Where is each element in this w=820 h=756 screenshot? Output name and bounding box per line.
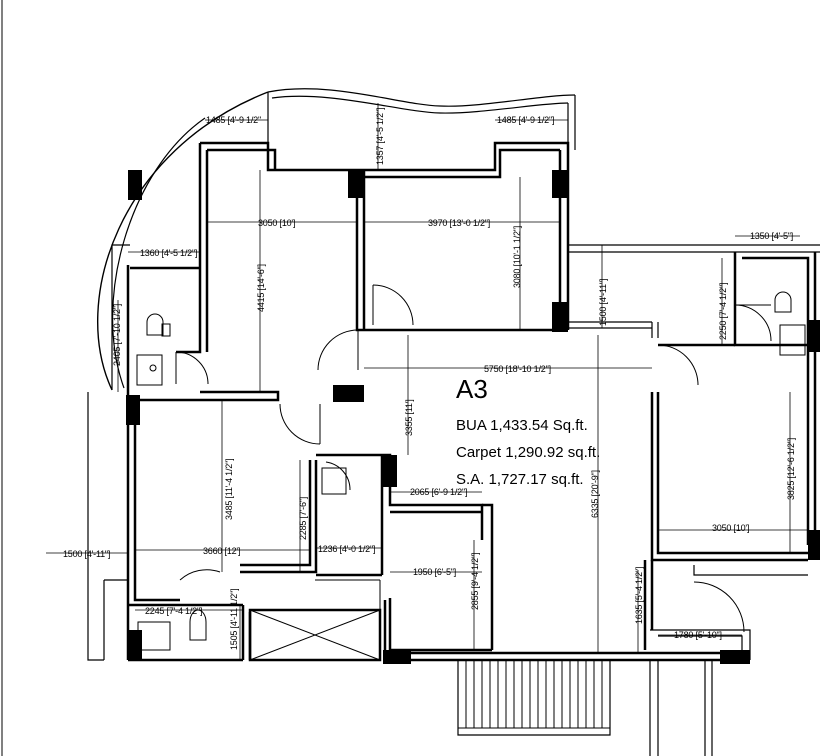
dim-label-5: 3970 [13'-0 1/2"] (428, 218, 490, 228)
service-shaft (248, 579, 382, 662)
dim-label-25: 2855 [9'-4 1/2"] (470, 553, 480, 610)
dim-label-11: 2250 [7'-4 1/2"] (718, 283, 728, 340)
unit-bua: BUA 1,433.54 Sq.ft. (456, 417, 588, 434)
unit-info: A3 BUA 1,433.54 Sq.ft. Carpet 1,290.92 s… (456, 374, 600, 488)
dim-label-4: 3050 [10'] (258, 218, 295, 228)
dim-label-12: 2405 [7'-10 1/2"] (112, 304, 122, 366)
dim-label-17: 2285 [7'-6"] (298, 497, 308, 540)
curved-balcony (97, 88, 576, 391)
dim-label-8: 4415 [14'-6"] (256, 264, 266, 312)
dim-label-16: 3485 [11'-4 1/2"] (224, 459, 234, 520)
dimension-lines (46, 103, 808, 660)
dim-label-9: 3080 [10'-1 1/2"] (512, 226, 522, 288)
left-toilet-top (126, 265, 200, 398)
dimension-labels: 1485 [4'-9 1/2" 1357 [4'-5 1/2"] 1485 [4… (63, 108, 796, 650)
dim-label-1: 1485 [4'-9 1/2" (206, 115, 261, 125)
structural-columns (126, 170, 820, 664)
unit-carpet: Carpet 1,290.92 sq.ft. (456, 444, 600, 461)
bedroom-2-walls (357, 141, 570, 332)
dim-label-21: 1500 [4'-11"] (63, 549, 110, 559)
dim-label-10: 1500 [4'-11"] (598, 279, 608, 326)
dim-label-2: 1357 [4'-5 1/2"] (375, 108, 385, 165)
dim-label-3: 1485 [4'-9 1/2"] (497, 115, 554, 125)
dim-label-7: 1360 [4'-5 1/2"] (140, 248, 197, 258)
bedroom-3-walls (650, 343, 808, 633)
dim-label-20: 3050 [10'] (712, 523, 749, 533)
unit-name: A3 (456, 374, 488, 404)
dim-label-23: 1236 [4'-0 1/2"] (318, 544, 375, 554)
bedroom-1-walls (132, 141, 415, 402)
dim-label-27: 1505 [4'-11 1/2"] (229, 589, 239, 650)
dim-label-29: 1780 [5'-10"] (674, 630, 722, 640)
dim-label-19: 6335 [20'-9"] (590, 470, 600, 518)
unit-sa: S.A. 1,727.17 sq.ft. (456, 471, 584, 488)
dim-label-28: 1635 [5'-4 1/2"] (634, 567, 644, 624)
bottom-wall-stairs (385, 629, 751, 756)
left-balcony (87, 244, 130, 661)
dim-label-24: 1950 [6'-5"] (413, 567, 456, 577)
dim-label-26: 2245 [7'-4 1/2"] (145, 606, 202, 616)
right-toilet-fixtures (774, 291, 806, 356)
dim-label-14: 3355 [11'] (404, 399, 414, 436)
right-balcony (568, 244, 820, 338)
dim-label-15: 3825 [12'-6 1/2"] (786, 438, 796, 500)
central-toilet-walls (316, 453, 384, 577)
dim-label-22: 3660 [12'] (203, 546, 240, 556)
dim-label-13: 5750 [18'-10 1/2"] (484, 364, 551, 374)
dim-label-18: 2065 [6'-9 1/2"] (410, 487, 467, 497)
dim-label-6: 1350 [4'-5"] (750, 231, 793, 241)
bedroom-4-walls (126, 400, 318, 660)
